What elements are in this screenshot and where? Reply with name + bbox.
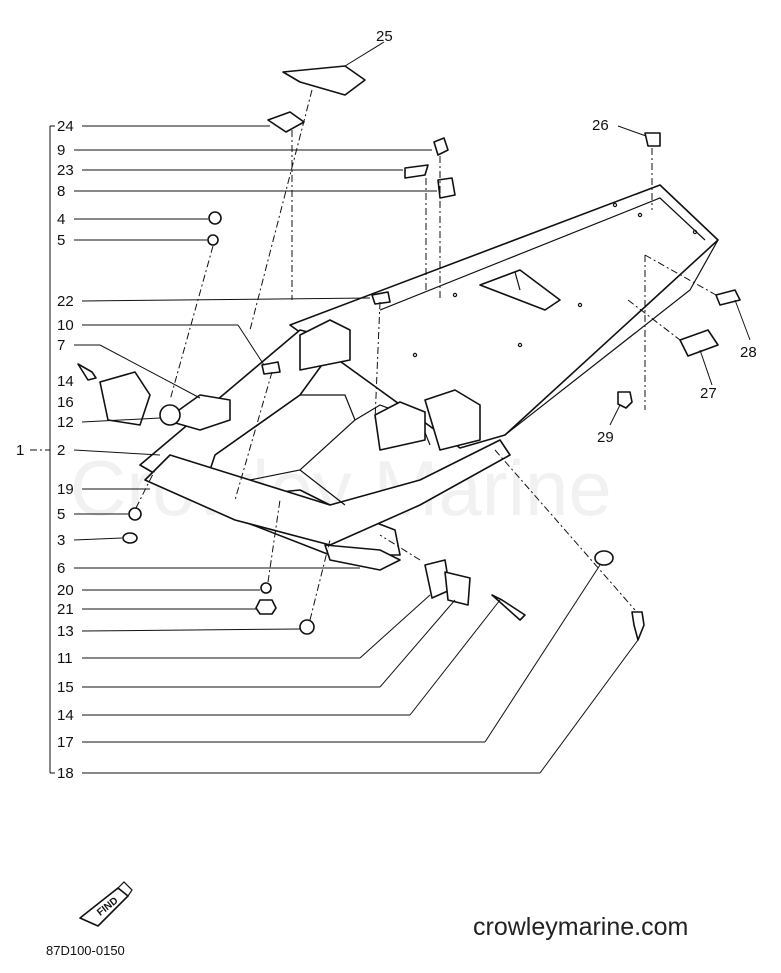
callout-labels: 25 24 9 23 8 4 5 22 10 7 14 16 12 1 2 19… bbox=[16, 28, 757, 782]
website-label: crowleymarine.com bbox=[473, 913, 688, 941]
tunnel-frame-part bbox=[139, 184, 719, 571]
bolt-part-14b bbox=[491, 594, 526, 621]
latch-part-8 bbox=[437, 177, 456, 199]
washer-part-20 bbox=[260, 582, 272, 594]
callout-3: 3 bbox=[57, 532, 65, 549]
callout-5a: 5 bbox=[57, 232, 65, 249]
callout-22: 22 bbox=[57, 293, 74, 310]
callout-15: 15 bbox=[57, 679, 74, 696]
callout-7: 7 bbox=[57, 337, 65, 354]
nut-part-29 bbox=[617, 391, 633, 409]
callout-28: 28 bbox=[740, 344, 757, 361]
callout-1: 1 bbox=[16, 442, 24, 459]
callout-19: 19 bbox=[57, 481, 74, 498]
label-part-27 bbox=[679, 329, 719, 357]
callout-24: 24 bbox=[57, 118, 74, 135]
bracket-part-15 bbox=[444, 571, 471, 606]
callout-23: 23 bbox=[57, 162, 74, 179]
callout-13: 13 bbox=[57, 623, 74, 640]
clip-part-22 bbox=[371, 291, 391, 305]
clip-part-23 bbox=[404, 164, 429, 179]
bumper-part-28 bbox=[715, 289, 741, 306]
cap-part-9 bbox=[433, 137, 449, 156]
leader-lines bbox=[73, 41, 751, 774]
bolt-part-14a bbox=[77, 363, 97, 381]
collar-part-5b bbox=[128, 507, 142, 521]
callout-16: 16 bbox=[57, 394, 74, 411]
callout-bracket bbox=[30, 125, 55, 774]
find-badge: FIND bbox=[79, 881, 133, 927]
collar-part-5a bbox=[207, 234, 219, 246]
callout-18: 18 bbox=[57, 765, 74, 782]
bellows-part-16 bbox=[99, 371, 151, 426]
callout-6: 6 bbox=[57, 560, 65, 577]
diagram-code: 87D100-0150 bbox=[46, 943, 125, 958]
cap-part-3 bbox=[122, 532, 138, 544]
callout-27: 27 bbox=[700, 385, 717, 402]
grommet-part-12 bbox=[159, 404, 181, 426]
callout-9: 9 bbox=[57, 142, 65, 159]
callout-11: 11 bbox=[57, 650, 73, 667]
clip-part-10 bbox=[261, 361, 281, 375]
callout-21: 21 bbox=[57, 601, 74, 618]
callout-14a: 14 bbox=[57, 373, 74, 390]
callout-12: 12 bbox=[57, 414, 74, 431]
nut-part-21 bbox=[255, 599, 277, 615]
callout-20: 20 bbox=[57, 582, 74, 599]
callout-29: 29 bbox=[597, 429, 614, 446]
plug-part-17 bbox=[594, 550, 614, 566]
washer-part-4 bbox=[208, 211, 222, 225]
assembly-dash-lines bbox=[135, 89, 717, 621]
pad-part-24 bbox=[267, 111, 305, 133]
grommet-part-13 bbox=[299, 619, 315, 635]
callout-25: 25 bbox=[376, 28, 393, 45]
callout-14b: 14 bbox=[57, 707, 74, 724]
callout-2: 2 bbox=[57, 442, 65, 459]
callout-5b: 5 bbox=[57, 506, 65, 523]
rivet-part-18 bbox=[631, 611, 645, 641]
callout-8: 8 bbox=[57, 183, 65, 200]
callout-4: 4 bbox=[57, 211, 65, 228]
callout-10: 10 bbox=[57, 317, 74, 334]
callout-17: 17 bbox=[57, 734, 74, 751]
cap-part-26 bbox=[644, 132, 661, 147]
callout-26: 26 bbox=[592, 117, 609, 134]
seat-pad-part bbox=[282, 65, 366, 96]
